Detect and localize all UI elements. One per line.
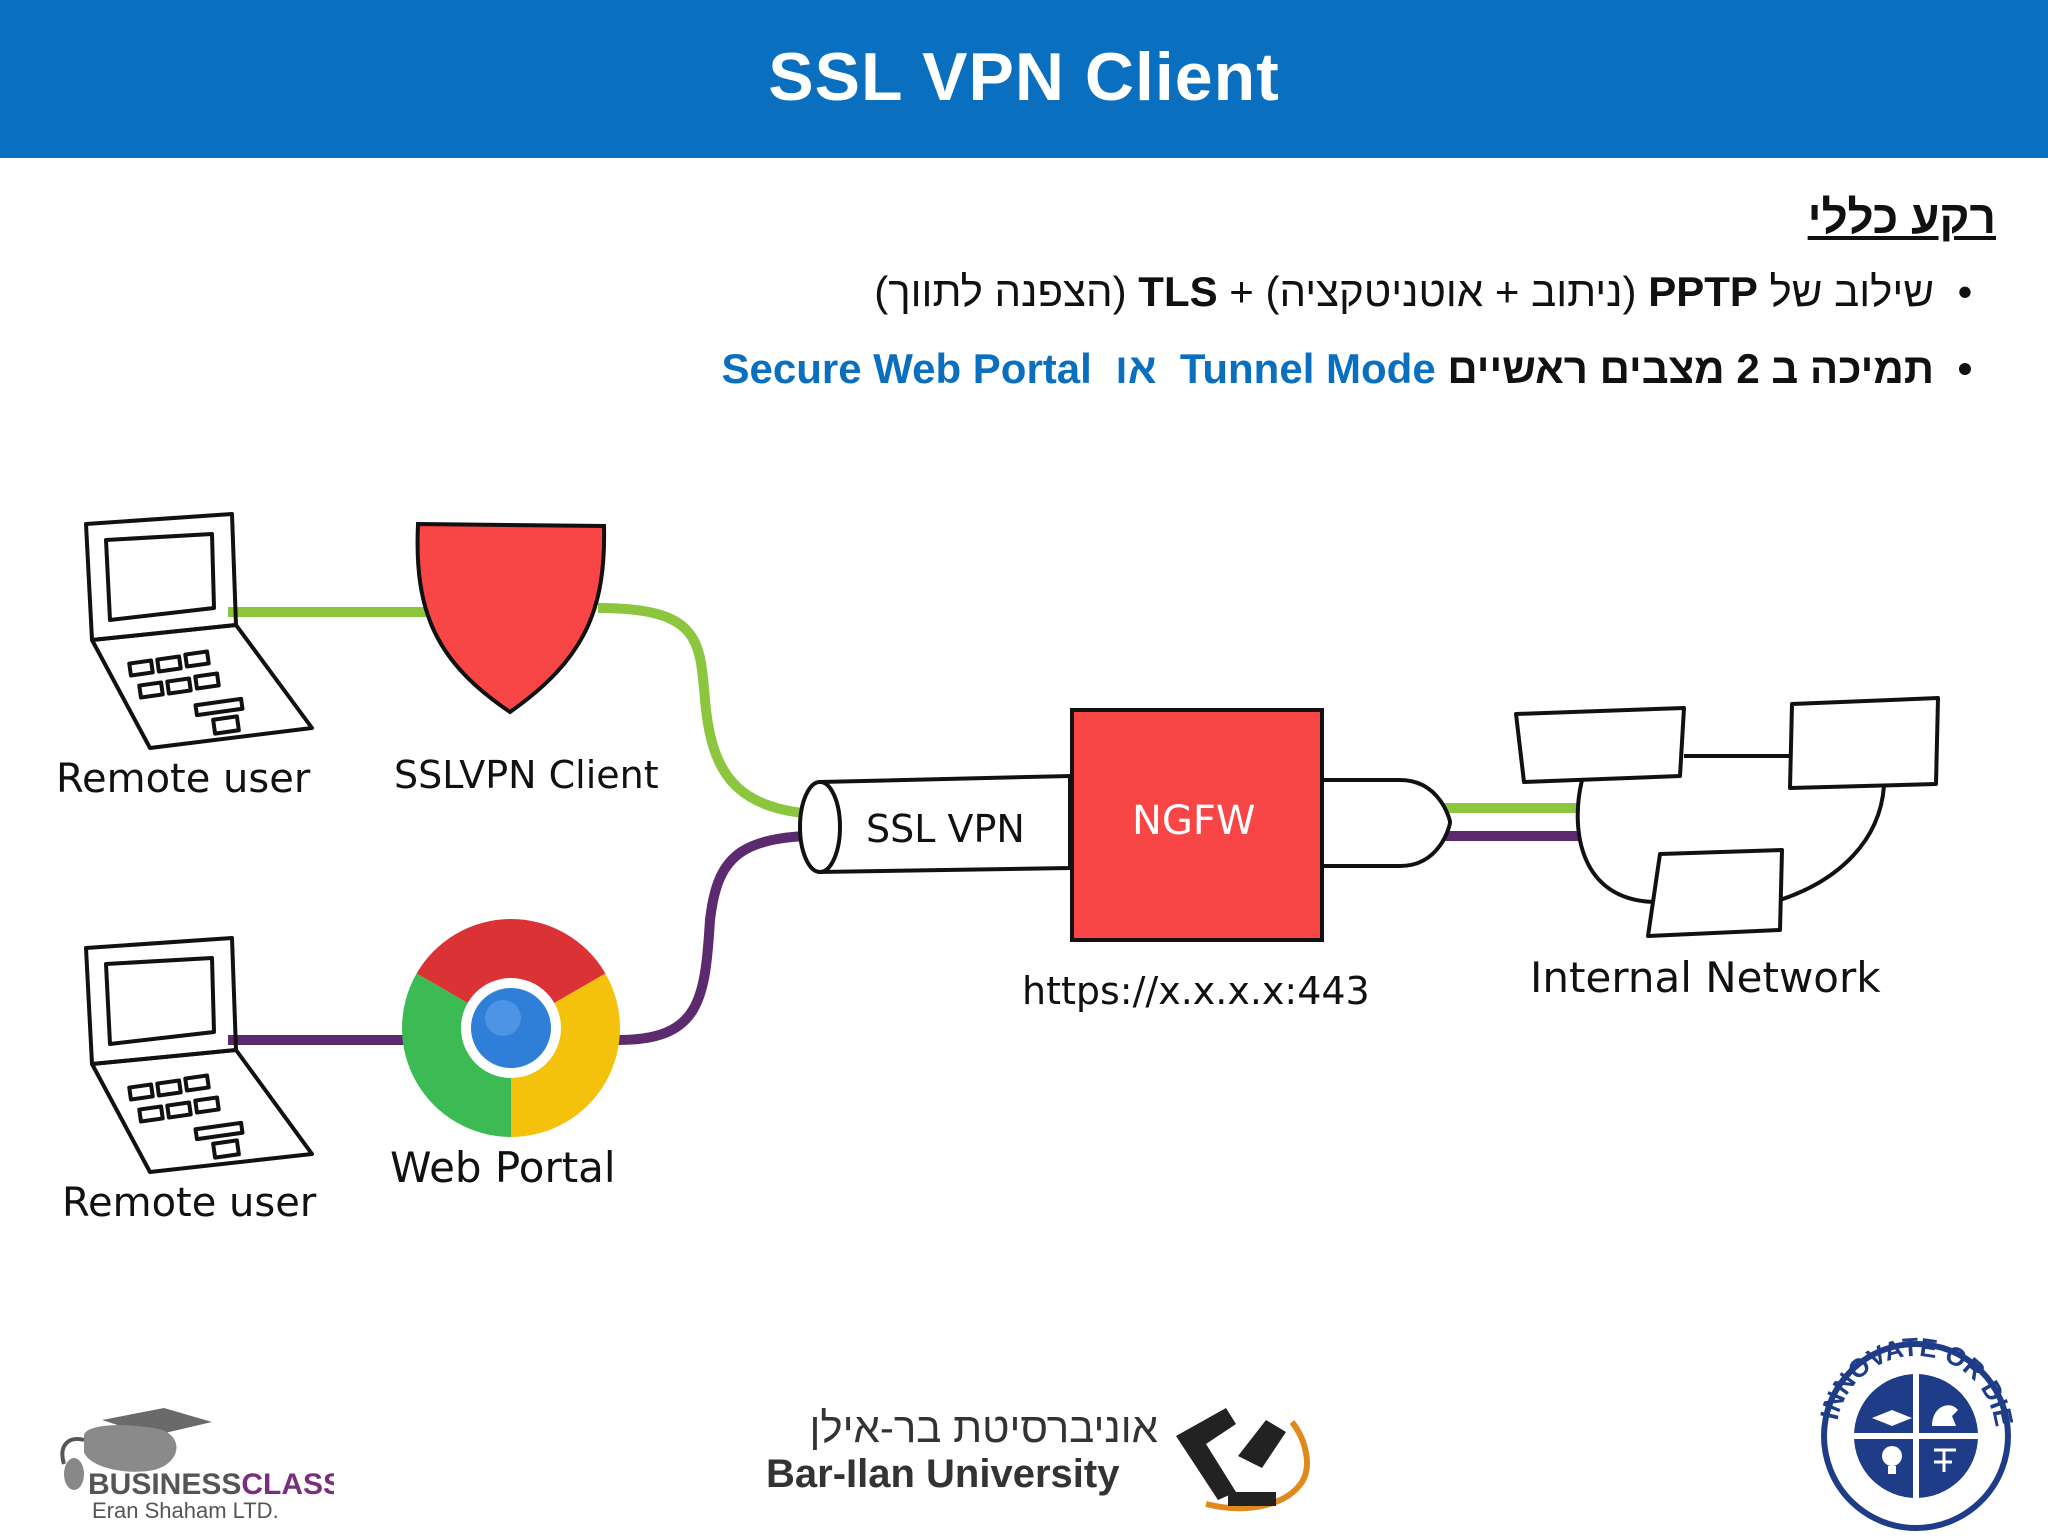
business-word: BUSINESS: [88, 1468, 241, 1501]
graduation-cap-icon: [1872, 1410, 1912, 1426]
internal-network-label: Internal Network: [1530, 953, 1881, 1002]
bullet-protocols: • שילוב של PPTP (ניתוב + אוטניטקציה) + TL…: [496, 268, 1996, 316]
laptop-icon: [84, 936, 314, 1174]
ssl-vpn-label: SSL VPN: [866, 807, 1025, 851]
ngfw-label: NGFW: [1132, 798, 1255, 844]
circuit-icon: [1934, 1448, 1956, 1472]
bullet1-tls: TLS: [1138, 268, 1218, 315]
section-title: רקע כללי: [1807, 191, 1996, 243]
class-word: CLASS: [241, 1468, 334, 1501]
internal-network-icon: [1514, 696, 1940, 938]
ssl-vpn-tunnel: [798, 773, 1453, 875]
web-portal-mode-label: Secure Web Portal: [721, 345, 1092, 392]
graduation-mouse-icon: [60, 1408, 212, 1490]
tunnel-mode-label: Tunnel Mode: [1179, 345, 1436, 392]
title-bar: SSL VPN Client: [0, 0, 2048, 158]
bullet1-text-c: (הצפנה לתווך): [874, 268, 1139, 315]
bullet-mark: •: [1957, 345, 1973, 392]
university-name-hebrew: אוניברסיטת בר-אילן: [809, 1404, 1158, 1451]
innovate-or-die-badge: INNOVATE OR DIE: [1814, 1332, 2019, 1531]
university-name-english: Bar-Ilan University: [766, 1452, 1120, 1496]
web-portal-label: Web Portal: [390, 1143, 616, 1192]
remote-user-1-label: Remote user: [56, 756, 311, 802]
url-label: https://x.x.x.x:443: [1022, 969, 1370, 1013]
green-connection-client-tunnel: [597, 603, 841, 820]
remote-user-2-label: Remote user: [62, 1180, 317, 1226]
shield-icon: [415, 521, 607, 715]
bullet1-text-b: (ניתוב + אוטניטקציה) +: [1217, 268, 1649, 315]
business-class-subtitle: Eran Shaham LTD.: [92, 1498, 279, 1520]
sslvpn-client-label: SSLVPN Client: [394, 753, 659, 797]
bar-ilan-logo-icon: [1176, 1408, 1310, 1512]
business-class-logo: BUSINESSCLASS Eran Shaham LTD.: [60, 1408, 334, 1520]
laptop-icon: [84, 512, 314, 750]
chrome-icon: [401, 918, 621, 1137]
purple-connection-portal-tunnel: [617, 830, 841, 1045]
svg-text:BUSINESSCLASS: BUSINESSCLASS: [88, 1468, 334, 1501]
bullet1-pptp: PPTP: [1648, 268, 1758, 315]
bullet1-text-a: שילוב של: [1757, 268, 1934, 315]
slide-title: SSL VPN Client: [768, 39, 1280, 115]
lightbulb-icon: [1882, 1446, 1902, 1474]
bullet-modes: • תמיכה ב 2 מצבים ראשיים Tunnel Mode או S…: [496, 345, 1996, 393]
chess-knight-icon: [1932, 1405, 1958, 1426]
bullet-mark: •: [1957, 268, 1973, 315]
bullet2-text: תמיכה ב 2 מצבים ראשיים: [1435, 345, 1934, 392]
ngfw-box: [1070, 708, 1324, 942]
or-label: או: [1091, 345, 1180, 392]
